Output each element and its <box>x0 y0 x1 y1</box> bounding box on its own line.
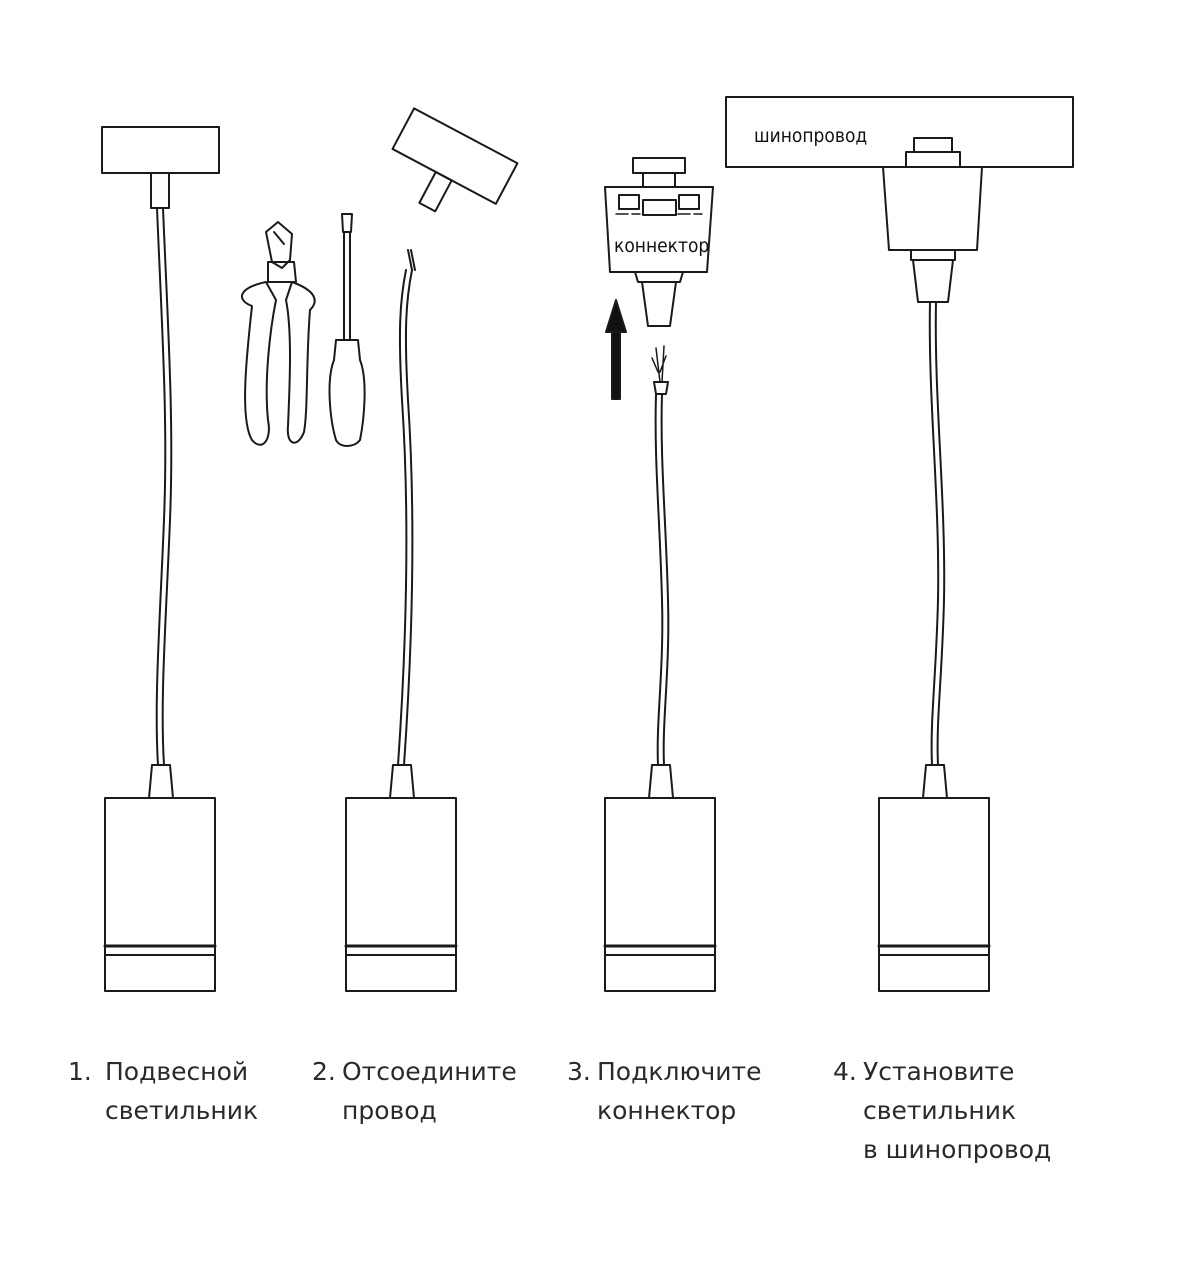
track-label: шинопровод <box>754 125 867 147</box>
step3-pendant-luminaire <box>603 345 717 992</box>
step1-cable <box>155 207 173 766</box>
step2-detached-canopy <box>391 107 519 213</box>
step3-stripped-wires <box>651 345 667 383</box>
connector-label: коннектор <box>614 235 709 257</box>
step2-stripped-wire-end <box>407 249 416 271</box>
step-text-line: коннектор <box>597 1096 737 1125</box>
step2-pendant-luminaire <box>344 107 519 992</box>
step1-canopy <box>101 126 220 174</box>
step-text-line: Подвесной <box>105 1057 249 1086</box>
insert-direction-arrow-icon <box>605 299 627 400</box>
step4-cable <box>928 301 946 766</box>
step-text-line: провод <box>342 1096 437 1125</box>
step1-pendant-luminaire <box>101 126 220 992</box>
step-text-line: Отсоедините <box>342 1057 517 1086</box>
pliers-icon <box>241 221 316 446</box>
step4-pendant-luminaire <box>877 166 991 992</box>
step1-cable-gland <box>148 764 174 799</box>
step-text-line: Подключите <box>597 1057 762 1086</box>
step-number: 3. <box>567 1057 591 1086</box>
step-number: 1. <box>68 1057 92 1086</box>
step1-canopy-stem <box>150 172 170 209</box>
step2-cable <box>397 269 414 766</box>
step-text-line: светильник <box>105 1096 259 1125</box>
step3-connector: коннектор <box>604 157 714 327</box>
step-text-line: в шинопровод <box>863 1135 1052 1164</box>
step1-lamp-body <box>104 797 216 992</box>
step4-track: шинопровод <box>725 96 1074 168</box>
step-text-line: светильник <box>863 1096 1017 1125</box>
step-number: 2. <box>312 1057 336 1086</box>
screwdriver-icon <box>328 213 366 447</box>
step-number: 4. <box>833 1057 857 1086</box>
step-text-line: Установите <box>863 1057 1015 1086</box>
step3-cable <box>654 393 670 766</box>
